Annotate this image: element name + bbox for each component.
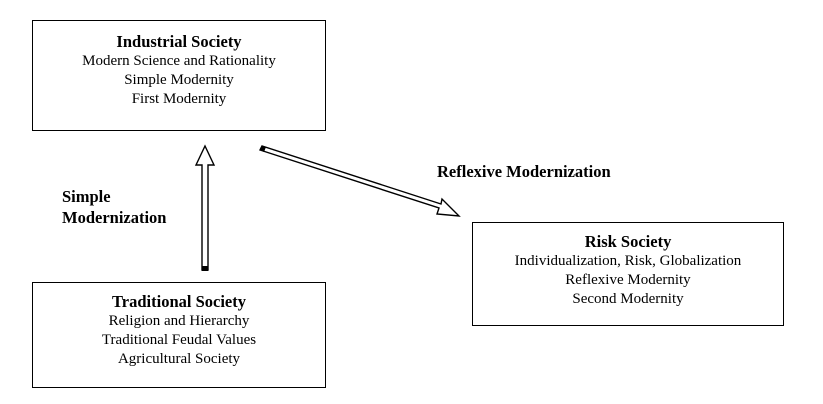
industrial-society-title: Industrial Society xyxy=(116,32,242,51)
industrial-society-line: Simple Modernity xyxy=(124,72,234,88)
industrial-society-box: Industrial Society Modern Science and Ra… xyxy=(32,20,326,131)
simple-modernization-label-line2: Modernization xyxy=(62,208,167,227)
traditional-society-box: Traditional Society Religion and Hierarc… xyxy=(32,282,326,388)
traditional-society-line: Agricultural Society xyxy=(117,351,241,367)
simple-modernization-label-line1: Simple xyxy=(62,187,111,206)
industrial-society-line: Modern Science and Rationality xyxy=(82,53,276,69)
risk-society-title: Risk Society xyxy=(584,232,672,251)
reflexive-modernization-label: Reflexive Modernization xyxy=(437,162,611,181)
traditional-society-line: Traditional Feudal Values xyxy=(101,332,257,348)
risk-society-line: Reflexive Modernity xyxy=(565,272,691,288)
traditional-society-line: Religion and Hierarchy xyxy=(108,313,250,329)
risk-society-line: Individualization, Risk, Globalization xyxy=(514,253,742,269)
risk-society-line: Second Modernity xyxy=(572,291,684,307)
simple-modernization-label: Simple Modernization xyxy=(62,186,172,228)
reflexive-modernization-arrow xyxy=(259,145,461,217)
industrial-society-line: First Modernity xyxy=(131,91,227,107)
risk-society-box: Risk Society Individualization, Risk, Gl… xyxy=(472,222,784,326)
traditional-society-title: Traditional Society xyxy=(112,292,246,311)
simple-modernization-arrow xyxy=(194,144,216,271)
